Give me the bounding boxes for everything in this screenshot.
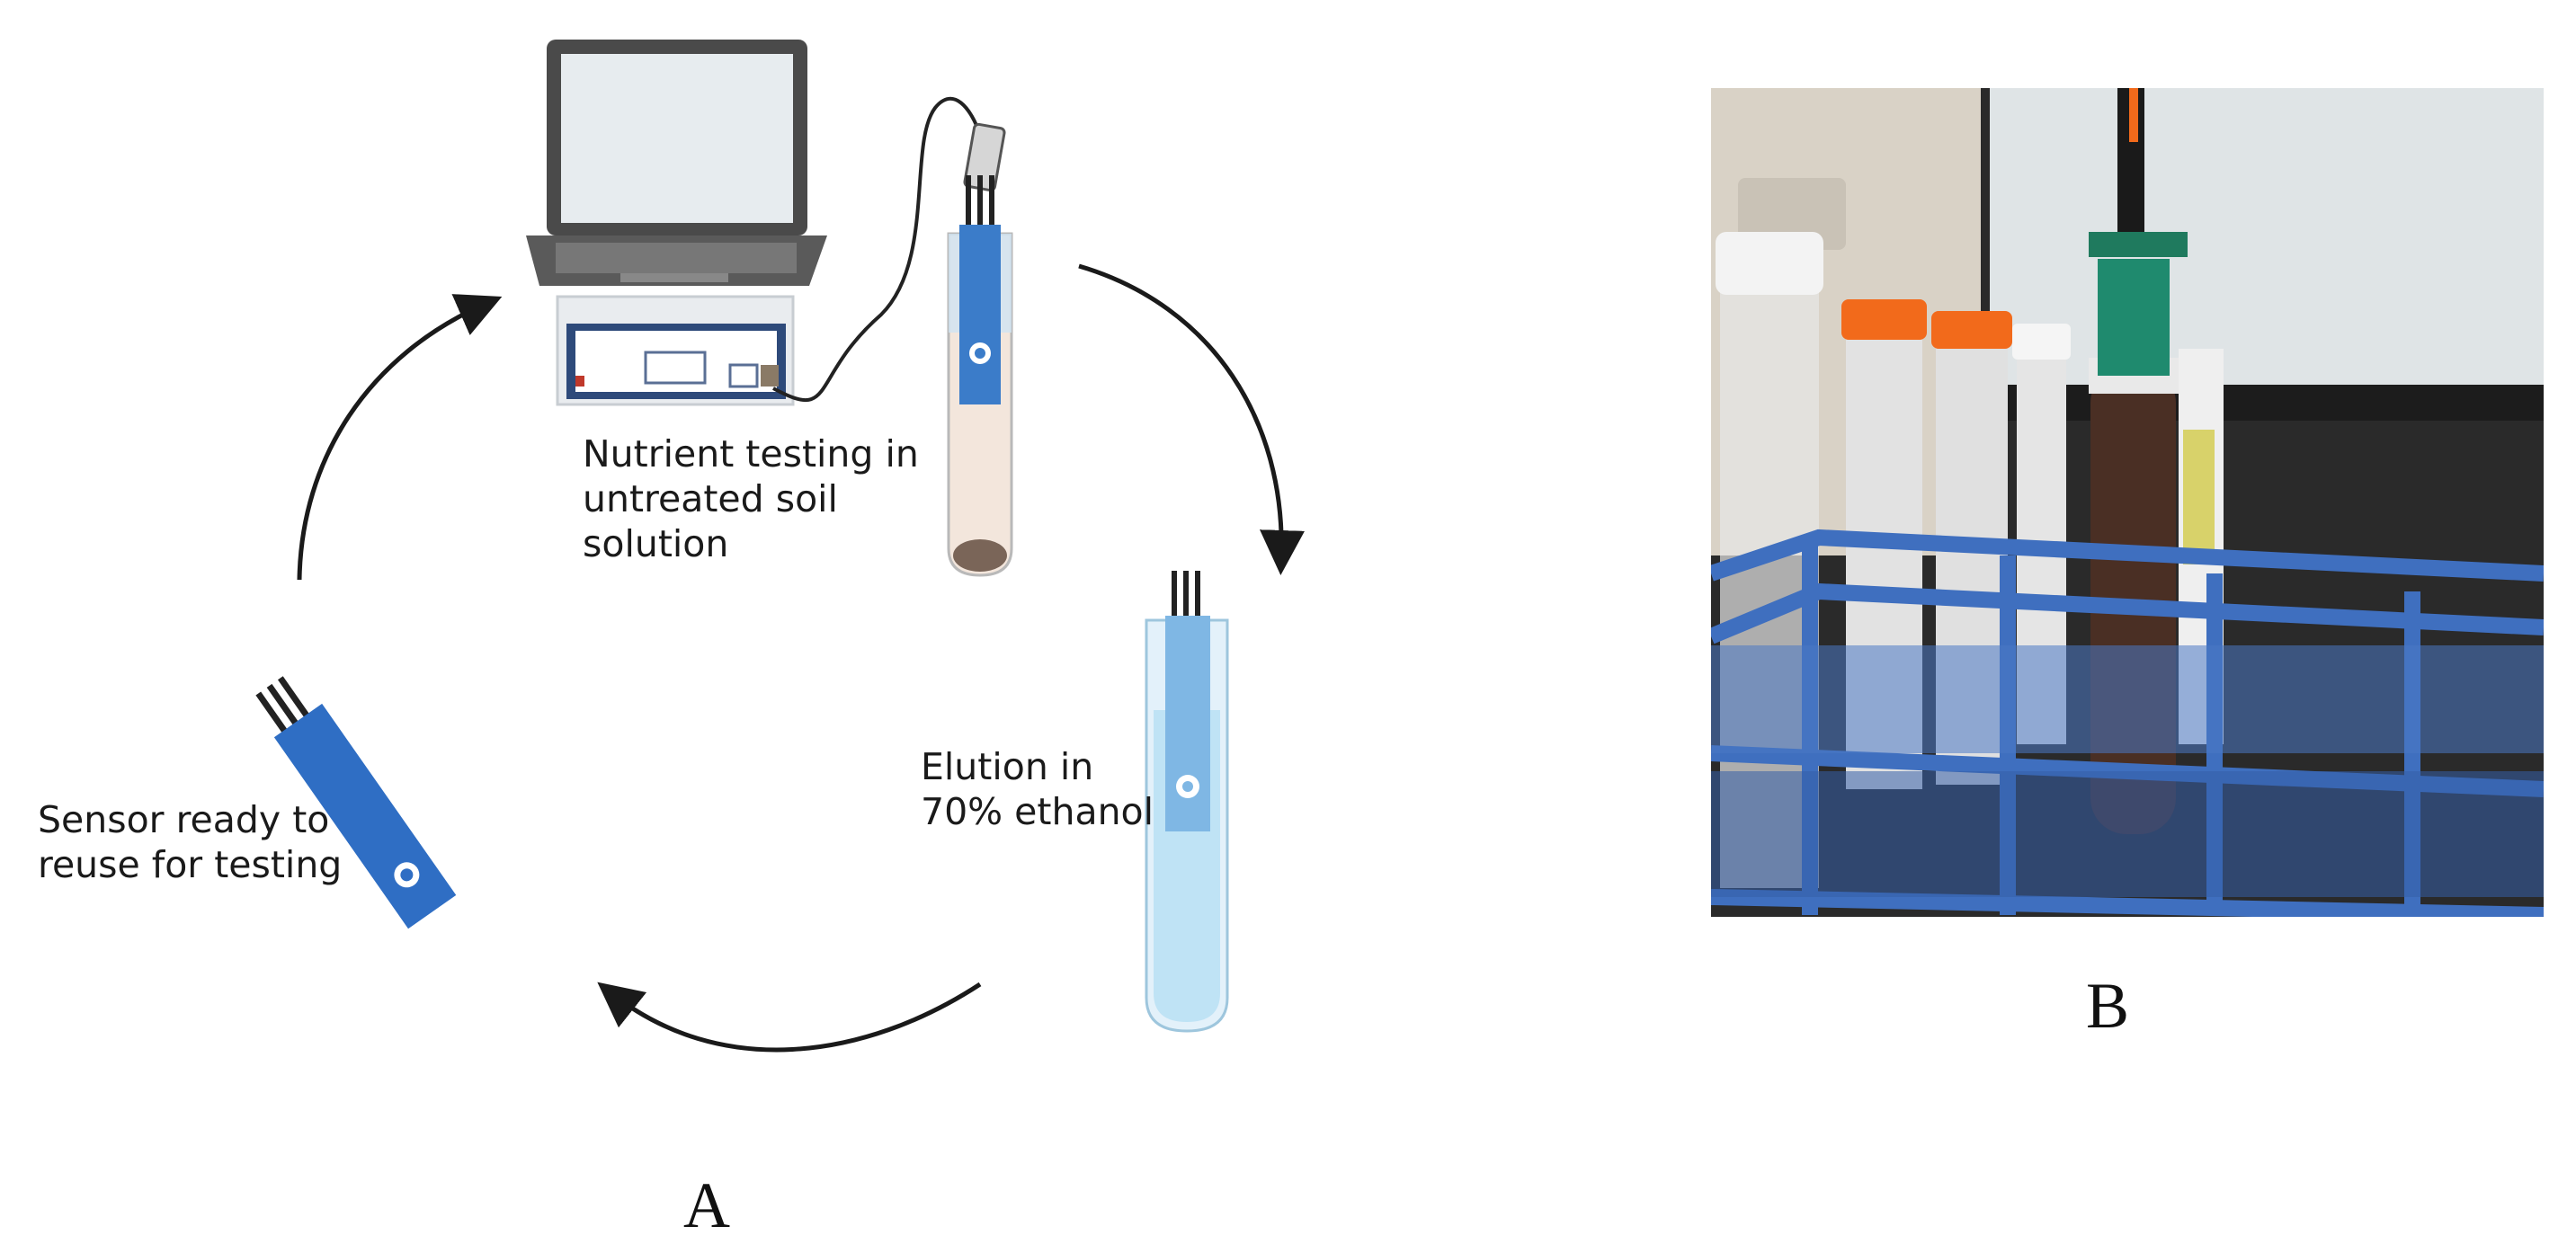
label-line: untreated soil xyxy=(583,477,838,520)
sensor-in-soil xyxy=(959,175,1001,404)
label-elution: Elution in 70% ethanol xyxy=(921,744,1154,834)
label-line: Sensor ready to xyxy=(38,798,330,841)
label-line: reuse for testing xyxy=(38,843,343,886)
label-line: solution xyxy=(583,522,729,565)
panel-b-letter: B xyxy=(2086,970,2130,1042)
arrow-to-sensor xyxy=(597,982,982,1053)
panel-a-letter: A xyxy=(683,1169,730,1241)
potentiostat-icon xyxy=(556,295,795,406)
label-sensor-ready: Sensor ready to reuse for testing xyxy=(38,797,342,887)
label-line: 70% ethanol xyxy=(921,790,1154,833)
sensor-ready-icon xyxy=(255,676,457,929)
label-line: Nutrient testing in xyxy=(583,432,919,475)
lab-photo xyxy=(1711,88,2544,917)
laptop-icon xyxy=(526,40,827,286)
panel-a-diagram xyxy=(255,40,1305,1053)
arrow-to-testing xyxy=(297,294,503,581)
label-nutrient-testing: Nutrient testing in untreated soil solut… xyxy=(583,431,919,566)
arrow-to-elution xyxy=(1078,263,1305,575)
cable xyxy=(772,96,982,403)
label-line: Elution in xyxy=(921,745,1094,788)
sensor-in-ethanol xyxy=(1165,571,1210,831)
